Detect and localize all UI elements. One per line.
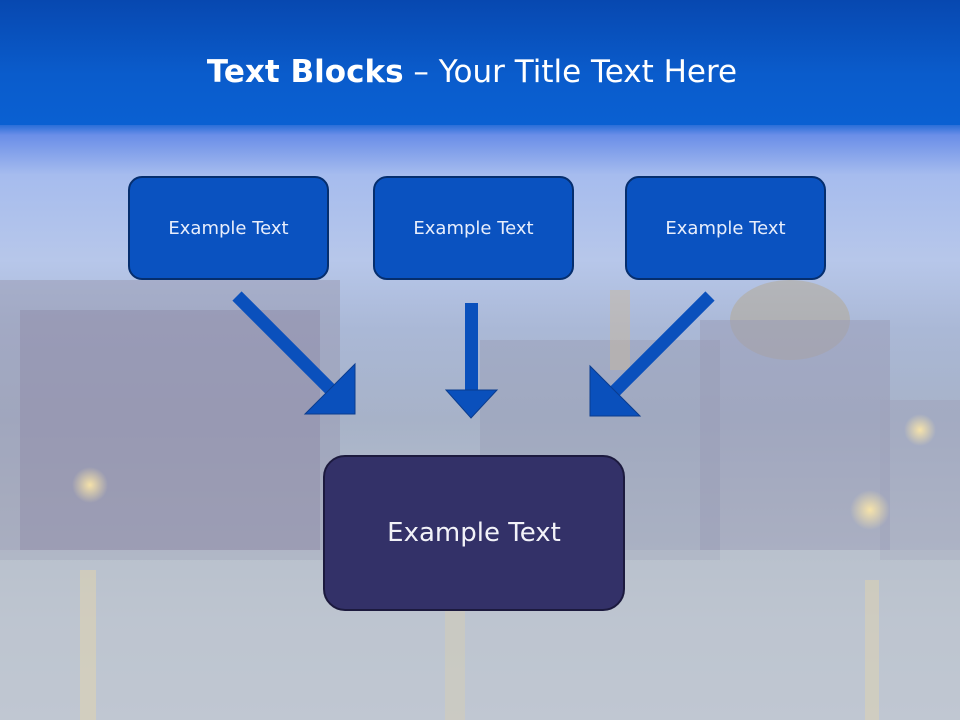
top-block-right[interactable]: Example Text [625,176,826,280]
top-block-left-label: Example Text [168,217,289,239]
title-regular-part: Your Title Text Here [438,54,738,90]
arrow-down-icon [444,303,499,419]
title-dash: – [403,54,439,90]
top-block-right-label: Example Text [665,217,786,239]
top-block-left[interactable]: Example Text [128,176,329,280]
title-band [0,0,960,125]
bottom-block-label: Example Text [387,518,561,548]
bottom-block[interactable]: Example Text [323,455,625,611]
title-bold-part: Text Blocks [206,54,404,90]
arrow-down-left-icon [589,291,715,417]
top-block-center-label: Example Text [413,217,534,239]
top-block-center[interactable]: Example Text [373,176,574,280]
slide-title: Text Blocks – Your Title Text Here [0,54,944,90]
arrow-down-right-icon [232,291,356,415]
